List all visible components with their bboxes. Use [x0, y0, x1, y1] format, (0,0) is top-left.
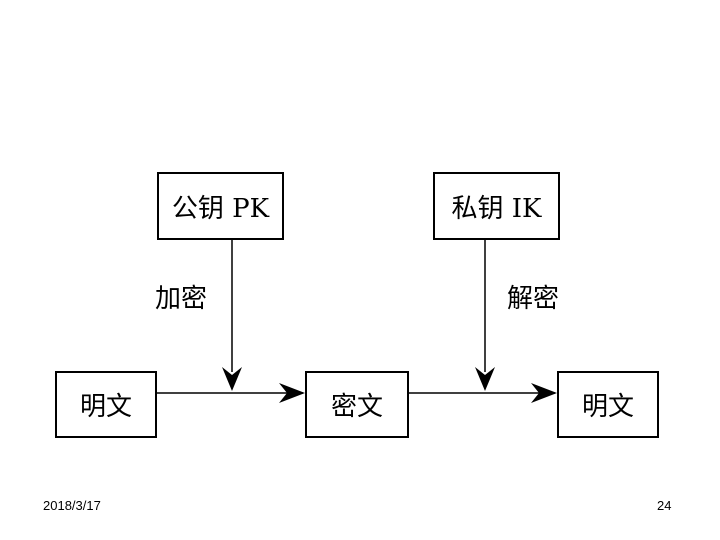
decrypt-key-arrowhead — [475, 367, 495, 391]
footer-date: 2018/3/17 — [43, 498, 101, 513]
ciphertext-label: 密文 — [330, 392, 383, 422]
plaintext-out-arrowhead — [531, 383, 557, 403]
encrypt-label: 加密 — [155, 284, 208, 314]
decrypt-label: 解密 — [507, 284, 560, 314]
plaintext-input-box: 明文 — [55, 371, 157, 438]
plaintext-input-label: 明文 — [79, 392, 132, 422]
footer-page-number: 24 — [657, 498, 672, 513]
public-key-box: 公钥 PK — [157, 172, 284, 240]
public-key-label: 公钥 PK — [171, 193, 270, 224]
ciphertext-arrowhead — [279, 383, 305, 403]
encrypt-key-arrowhead — [222, 367, 242, 391]
ciphertext-box: 密文 — [305, 371, 409, 438]
private-key-label: 私钥 IK — [451, 193, 542, 224]
private-key-box: 私钥 IK — [433, 172, 560, 240]
plaintext-output-box: 明文 — [557, 371, 659, 438]
plaintext-output-label: 明文 — [581, 392, 634, 422]
